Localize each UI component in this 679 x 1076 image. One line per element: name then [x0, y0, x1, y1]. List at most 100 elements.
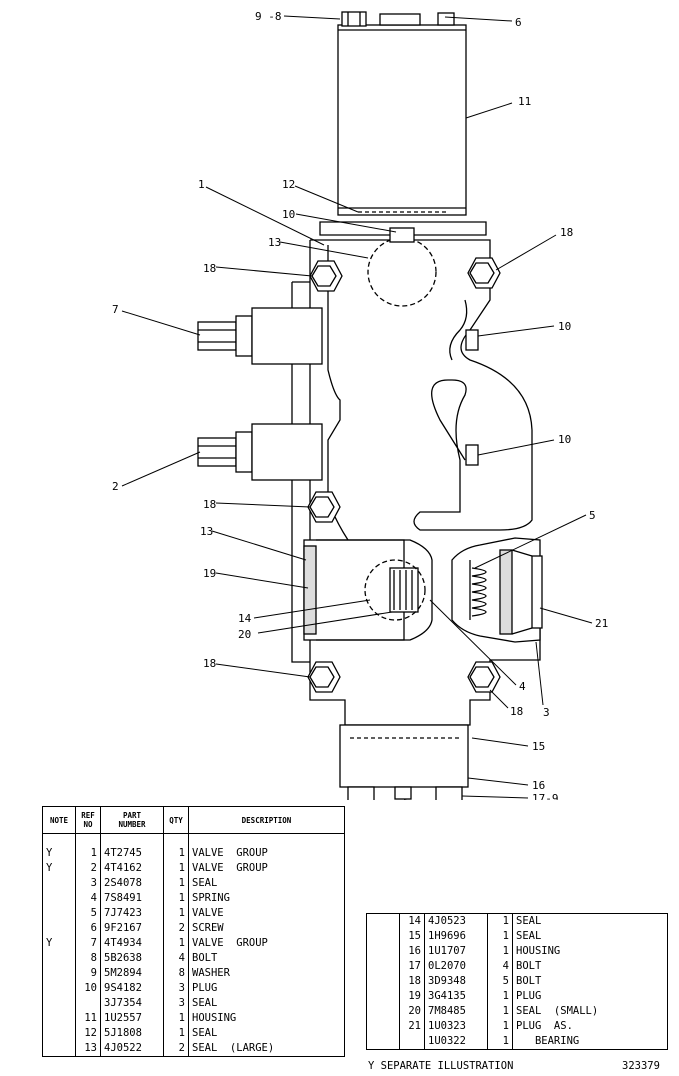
cell-desc: PLUG: [192, 982, 218, 994]
callout-3: 3: [543, 706, 550, 719]
cell-desc: HOUSING: [516, 945, 561, 957]
cell-qty: 1: [487, 1034, 513, 1050]
cell-part: 5J1808: [100, 1026, 164, 1041]
callout-1: 1: [198, 178, 205, 191]
cell-ref: 2: [75, 861, 101, 876]
cell-desc: SPRING: [192, 892, 230, 904]
dashed-seal-circle-top: [367, 237, 437, 307]
parts-table-1: NOTE REF NO PART NUMBER QTY DESCRIPTION …: [42, 806, 345, 1057]
cell-qty: 8: [163, 966, 189, 981]
callout-labels: 9 -8 6 11 1 12 10 13 18 18 7 10 10 2 18 …: [112, 10, 608, 800]
cell-note: [366, 913, 400, 929]
cell-part: 7J7423: [100, 906, 164, 921]
cell-desc: SCREW: [192, 922, 224, 934]
cell-part: 5B2638: [100, 951, 164, 966]
cell-qty: 2: [163, 1041, 189, 1057]
header-ref-no: REF NO: [75, 806, 101, 834]
callout-18-left-lower: 18: [203, 657, 216, 670]
valve-group-7: [197, 307, 323, 365]
cell-ref: 20: [399, 1004, 425, 1019]
cell-part: 9F2167: [100, 921, 164, 936]
cell-ref: 19: [399, 989, 425, 1004]
callout-4: 4: [519, 680, 526, 693]
callout-19: 19: [203, 567, 216, 580]
cell-qty: 2: [163, 921, 189, 936]
cell-part: 7M8485: [424, 1004, 488, 1019]
cell-desc: BOLT: [516, 975, 542, 987]
cell-part: 1U0323: [424, 1019, 488, 1034]
cell-desc: SEAL (SMALL): [516, 1005, 599, 1017]
cell-desc: SEAL: [192, 1027, 218, 1039]
callout-21: 21: [595, 617, 608, 630]
cell-note: [42, 876, 76, 891]
illustration-number: 323379: [622, 1060, 660, 1072]
cell-qty: 3: [163, 981, 189, 996]
callout-10-top: 10: [282, 208, 295, 221]
cell-part: 4T2745: [100, 846, 164, 861]
cell-ref: 3: [75, 876, 101, 891]
cell-note: [366, 989, 400, 1004]
cell-note: [366, 959, 400, 974]
cell-qty: 1: [487, 989, 513, 1004]
cell-note: [42, 1011, 76, 1026]
cell-qty: 1: [163, 936, 189, 951]
header-description: DESCRIPTION: [188, 806, 345, 834]
cell-qty: 1: [163, 876, 189, 891]
cell-ref: 11: [75, 1011, 101, 1026]
valve-group-2: [197, 423, 323, 481]
cell-note: [42, 921, 76, 936]
cell-note: [42, 1026, 76, 1041]
cell-qty: 1: [163, 891, 189, 906]
cell-desc: VALVE GROUP: [192, 937, 268, 949]
cell-ref: 4: [75, 891, 101, 906]
cell-desc: SEAL: [192, 997, 218, 1009]
cell-part: 3G4135: [424, 989, 488, 1004]
cell-desc: BOLT: [516, 960, 542, 972]
cell-part: 2S4078: [100, 876, 164, 891]
cell-part: 3J7354: [100, 996, 164, 1011]
cell-note: [366, 974, 400, 989]
cell-part: 9S4182: [100, 981, 164, 996]
plug-10-top: [389, 227, 415, 243]
header-note: NOTE: [42, 806, 76, 834]
callout-16: 16: [532, 779, 545, 792]
cell-desc: SEAL (LARGE): [192, 1042, 275, 1054]
cell-desc: VALVE: [192, 907, 224, 919]
left-cartridge: [303, 539, 433, 641]
cell-note: [366, 929, 400, 944]
cell-ref: 17: [399, 959, 425, 974]
cell-qty: 1: [487, 944, 513, 959]
cell-qty: 5: [487, 974, 513, 989]
cell-note: [42, 1041, 76, 1057]
cell-qty: 1: [163, 1026, 189, 1041]
cell-qty: 1: [487, 1004, 513, 1019]
cell-ref: 9: [75, 966, 101, 981]
cell-note: [366, 1004, 400, 1019]
cell-ref: 16: [399, 944, 425, 959]
cell-desc: PLUG AS.: [516, 1020, 573, 1032]
callout-2: 2: [112, 480, 119, 493]
header-qty: QTY: [163, 806, 189, 834]
cell-ref: 6: [75, 921, 101, 936]
cell-ref: 12: [75, 1026, 101, 1041]
cell-part: 0L2070: [424, 959, 488, 974]
callout-15: 15: [532, 740, 545, 753]
cell-desc: VALVE GROUP: [192, 862, 268, 874]
callout-10-right-upper: 10: [558, 320, 571, 333]
bottom-housing: [339, 724, 469, 800]
